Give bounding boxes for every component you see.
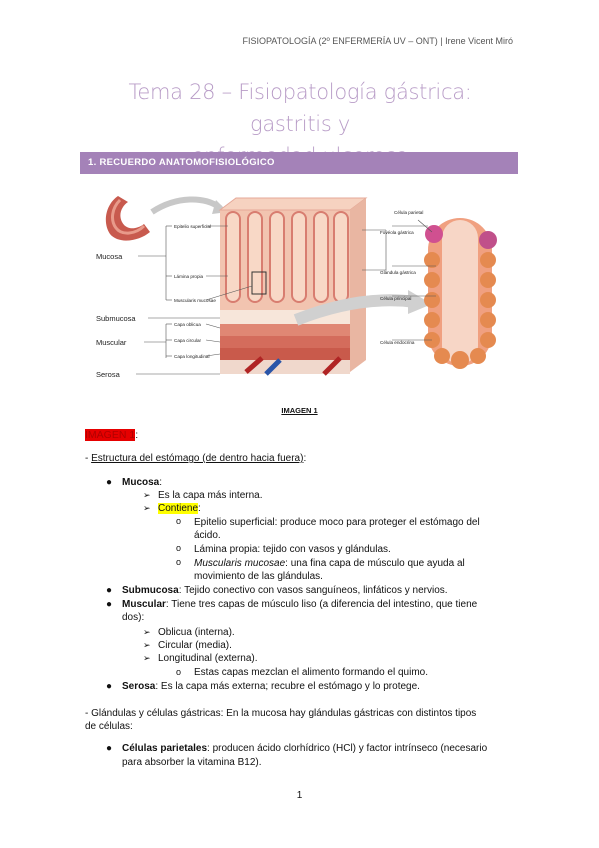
label-mucosa: Mucosa bbox=[96, 252, 123, 261]
structure-intro-suffix: : bbox=[303, 453, 307, 464]
label-muscularis: Muscularis mucosae bbox=[174, 298, 216, 303]
stomach-icon bbox=[105, 196, 150, 241]
mucosa-item-muscularis-cont: movimiento de las glándulas. bbox=[194, 571, 323, 582]
muscular-line: Muscular: Tiene tres capas de músculo li… bbox=[122, 598, 477, 611]
parietal-text-cont: para absorber la vitamina B12). bbox=[122, 757, 262, 768]
muscular-text: : Tiene tres capas de músculo liso (a di… bbox=[165, 599, 478, 610]
circle-bullet-icon: o bbox=[176, 543, 182, 553]
mucosa-title: Mucosa bbox=[122, 477, 160, 488]
structure-intro-dash: - bbox=[85, 453, 92, 464]
mucosa-item-muscularis: Muscularis mucosae: una fina capa de mús… bbox=[194, 557, 465, 570]
stomach-wall-figure: Mucosa Submucosa Muscular Serosa Epiteli… bbox=[96, 190, 516, 388]
imagen-label-suffix: : bbox=[135, 429, 139, 441]
gastric-gland bbox=[424, 218, 497, 369]
bullet-icon: ● bbox=[106, 743, 113, 754]
header-note: FISIOPATOLOGÍA (2º ENFERMERÍA UV – ONT) … bbox=[242, 36, 513, 46]
imagen-label: IMAGEN 1: bbox=[85, 429, 138, 441]
bullet-icon: ● bbox=[106, 681, 113, 692]
label-epitelio: Epitelio superficial bbox=[174, 224, 211, 229]
parietal-title: Células parietales bbox=[122, 743, 208, 754]
section-heading: 1. RECUERDO ANATOMOFISIOLÓGICO bbox=[80, 152, 518, 174]
mucosa-item-epitelio-cont: ácido. bbox=[194, 530, 221, 541]
bullet-icon: ● bbox=[106, 585, 113, 596]
muscular-text-cont: dos): bbox=[122, 612, 145, 623]
label-parietal: Célula parietal bbox=[394, 210, 423, 215]
muscularis-term: Muscularis mucosae bbox=[194, 558, 286, 569]
circle-bullet-icon: o bbox=[176, 557, 182, 567]
figure-caption: IMAGEN 1 bbox=[281, 406, 318, 415]
circle-bullet-icon: o bbox=[176, 516, 182, 526]
label-serosa: Serosa bbox=[96, 370, 121, 379]
serosa-text: : Es la capa más externa; recubre el est… bbox=[155, 681, 420, 692]
muscular-item-longitudinal: Longitudinal (externa). bbox=[158, 653, 258, 664]
label-capa-circular: Capa circular bbox=[174, 338, 202, 343]
label-muscular: Muscular bbox=[96, 338, 127, 347]
arrow-bullet-icon: ➢ bbox=[143, 627, 151, 637]
mucosa-sub1: Es la capa más interna. bbox=[158, 490, 263, 501]
label-lamina: Lámina propia bbox=[174, 274, 204, 279]
serosa-title: Serosa bbox=[122, 681, 156, 692]
submucosa-title: Submucosa bbox=[122, 585, 179, 596]
arrow-bullet-icon: ➢ bbox=[143, 490, 151, 500]
title-line-1: Tema 28 – Fisiopatología gástrica: gastr… bbox=[128, 80, 472, 136]
label-foveola: Fovéola gástrica bbox=[380, 230, 414, 235]
mucosa-sub2-line: Contiene: bbox=[158, 502, 201, 515]
bullet-icon: ● bbox=[106, 599, 113, 610]
arrow-bullet-icon: ➢ bbox=[143, 640, 151, 650]
label-capa-longitudinal: Capa longitudinal bbox=[174, 354, 210, 359]
structure-intro-text: Estructura del estómago (de dentro hacia… bbox=[91, 453, 304, 464]
mucosa-suffix: : bbox=[159, 477, 163, 488]
tissue-block bbox=[218, 197, 368, 376]
muscular-title: Muscular bbox=[122, 599, 166, 610]
label-submucosa: Submucosa bbox=[96, 314, 136, 323]
serosa-line: Serosa: Es la capa más externa; recubre … bbox=[122, 680, 420, 693]
glands-intro-cont: de células: bbox=[85, 721, 133, 732]
submucosa-line: Submucosa: Tejido conectivo con vasos sa… bbox=[122, 584, 448, 597]
label-principal: Célula principal bbox=[380, 296, 411, 301]
label-capa-oblicua: Capa oblicua bbox=[174, 322, 201, 327]
mucosa-line: Mucosa: bbox=[122, 476, 162, 489]
page-number: 1 bbox=[296, 790, 303, 801]
imagen-label-mark: IMAGEN 1 bbox=[85, 429, 136, 441]
label-endocrina: Célula endocrina bbox=[380, 340, 415, 345]
muscular-note: Estas capas mezclan el alimento formando… bbox=[194, 667, 429, 678]
muscular-item-circular: Circular (media). bbox=[158, 640, 232, 651]
arrow-bullet-icon: ➢ bbox=[143, 503, 151, 513]
arrow-bullet-icon: ➢ bbox=[143, 653, 151, 663]
mucosa-item-epitelio: Epitelio superficial: produce moco para … bbox=[194, 517, 480, 528]
label-glandula: Glándula gástrica bbox=[380, 270, 416, 275]
mucosa-sub2: Contiene bbox=[158, 503, 199, 514]
parietal-line: Células parietales: producen ácido clorh… bbox=[122, 742, 487, 755]
glands-intro: - Glándulas y células gástricas: En la m… bbox=[85, 708, 477, 719]
parietal-text: : producen ácido clorhídrico (HCl) y fac… bbox=[207, 743, 488, 754]
muscularis-desc: : una fina capa de músculo que ayuda al bbox=[285, 558, 465, 569]
structure-intro: - Estructura del estómago (de dentro hac… bbox=[85, 452, 306, 465]
circle-bullet-icon: o bbox=[176, 667, 182, 677]
mucosa-item-lamina: Lámina propia: tejido con vasos y glándu… bbox=[194, 544, 391, 555]
muscular-item-oblicua: Oblicua (interna). bbox=[158, 627, 235, 638]
submucosa-text: : Tejido conectivo con vasos sanguíneos,… bbox=[178, 585, 448, 596]
mucosa-sub2-suffix: : bbox=[198, 503, 201, 514]
bullet-icon: ● bbox=[106, 477, 113, 488]
